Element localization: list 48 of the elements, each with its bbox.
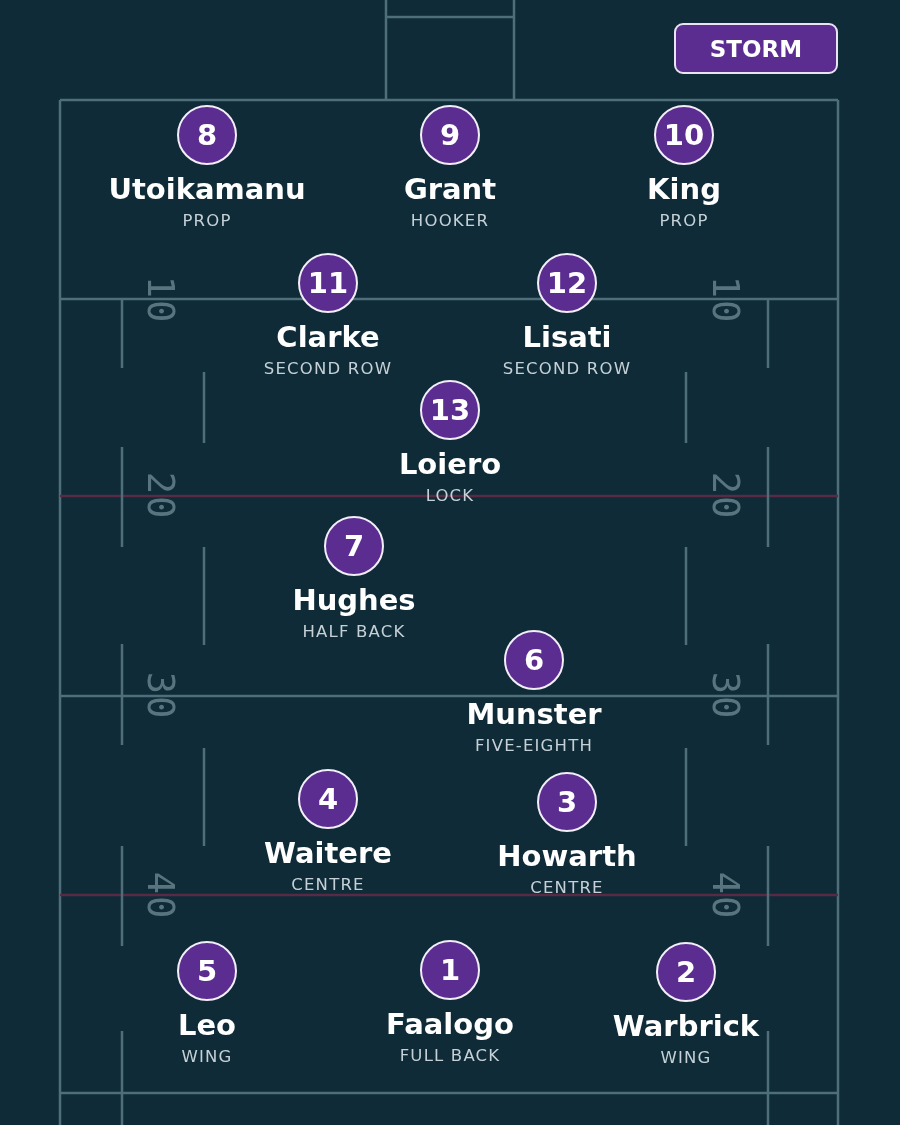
player-name: Leo [177, 1010, 237, 1042]
player-name: Munster [466, 699, 602, 731]
yard-line-number: 20 [141, 471, 179, 521]
player-position: WING [181, 1047, 233, 1067]
player-name: Utoikamanu [108, 174, 306, 206]
jersey-number-circle: 7 [324, 516, 384, 576]
jersey-number-circle: 1 [420, 940, 480, 1000]
player-position: PROP [659, 211, 709, 231]
yard-line-number: 20 [706, 471, 744, 521]
player-name: Lisati [522, 322, 612, 354]
player-name: Grant [403, 174, 497, 206]
player-name: Loiero [398, 449, 502, 481]
jersey-number-circle: 3 [537, 772, 597, 832]
yard-line-number: 30 [706, 671, 744, 721]
jersey-number-circle: 5 [177, 941, 237, 1001]
jersey-number-circle: 4 [298, 769, 358, 829]
player-position: SECOND ROW [263, 359, 393, 379]
player-position: LOCK [425, 486, 475, 506]
player-position: FULL BACK [399, 1046, 501, 1066]
jersey-number-circle: 12 [537, 253, 597, 313]
yard-line-number: 10 [141, 275, 179, 325]
yard-line-number: 40 [706, 871, 744, 921]
player-position: CENTRE [291, 875, 365, 895]
jersey-number-circle: 2 [656, 942, 716, 1002]
jersey-number-circle: 13 [420, 380, 480, 440]
jersey-number-circle: 11 [298, 253, 358, 313]
yard-line-number: 40 [141, 871, 179, 921]
jersey-number-circle: 9 [420, 105, 480, 165]
player-name: King [647, 174, 721, 206]
player-name: Howarth [497, 841, 637, 873]
player-name: Hughes [292, 585, 416, 617]
player-name: Warbrick [612, 1011, 760, 1043]
jersey-number-circle: 6 [504, 630, 564, 690]
player-position: WING [660, 1048, 712, 1068]
player-position: SECOND ROW [502, 359, 632, 379]
player-name: Waitere [264, 838, 392, 870]
player-position: PROP [182, 211, 232, 231]
player-position: CENTRE [530, 878, 604, 898]
player-name: Clarke [276, 322, 380, 354]
yard-line-number: 10 [706, 275, 744, 325]
jersey-number-circle: 10 [654, 105, 714, 165]
jersey-number-circle: 8 [177, 105, 237, 165]
team-name-label: STORM [674, 23, 838, 74]
yard-line-number: 30 [141, 671, 179, 721]
player-name: Faalogo [386, 1009, 514, 1041]
player-position: HALF BACK [302, 622, 406, 642]
player-position: HOOKER [410, 211, 490, 231]
player-position: FIVE-EIGHTH [474, 736, 594, 756]
